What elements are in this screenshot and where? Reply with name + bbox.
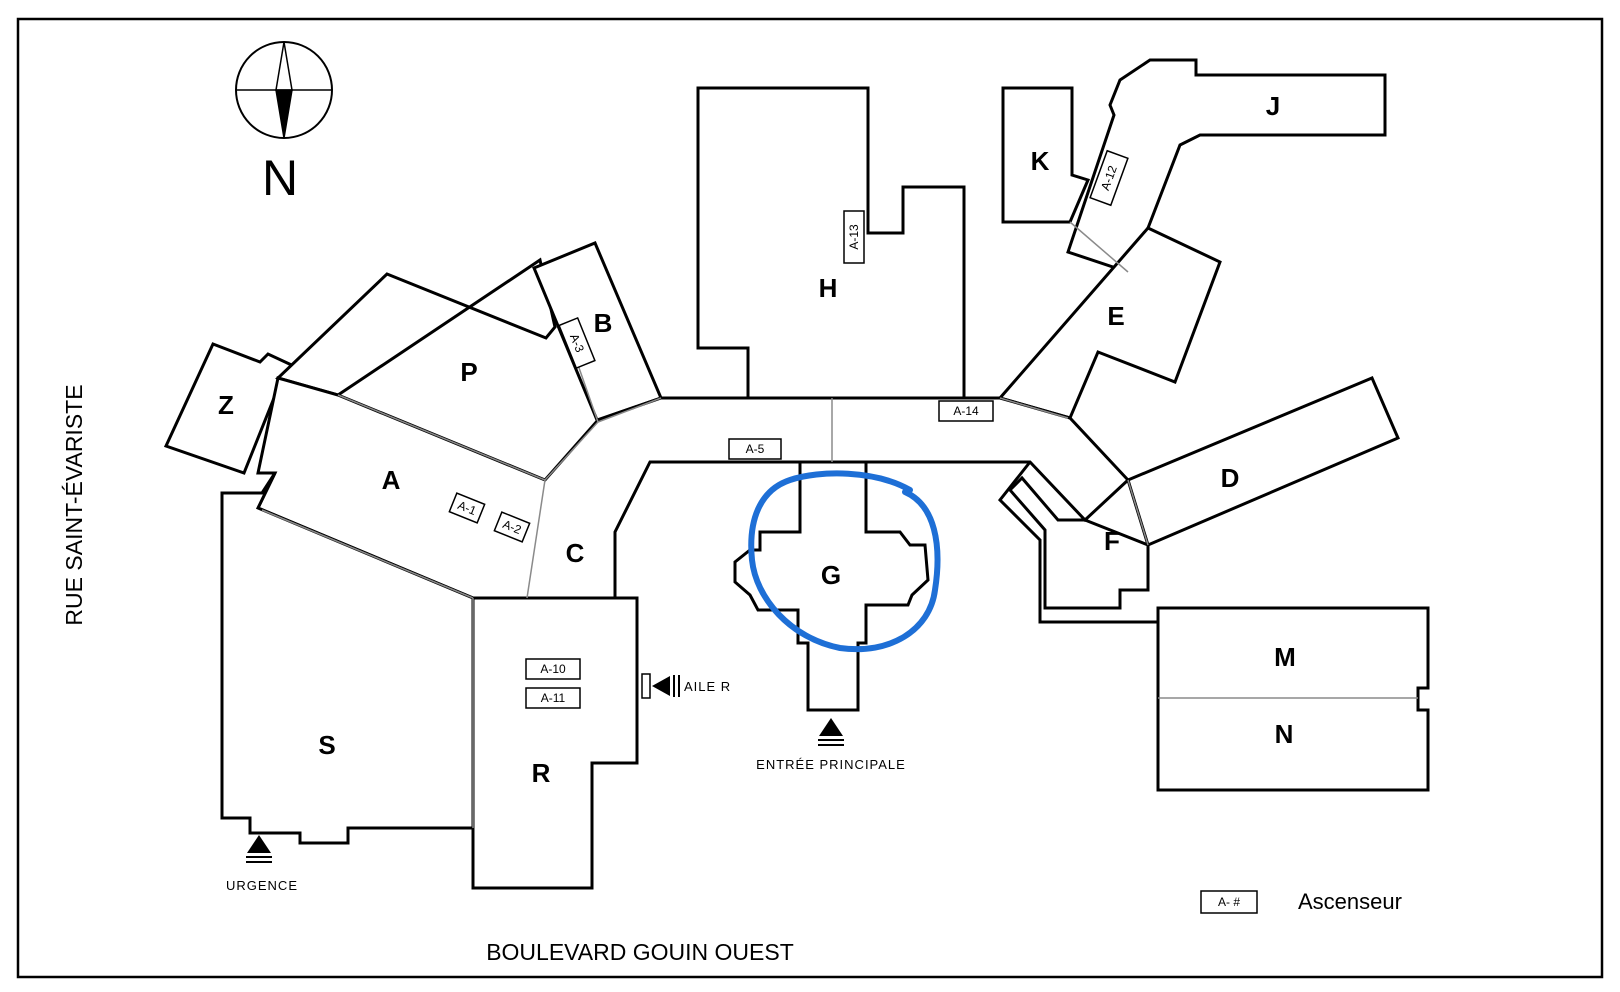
legend-elevator-symbol: A- # (1200, 890, 1258, 914)
wing-label-g: G (821, 560, 841, 590)
wing-p-outline (275, 257, 557, 397)
wing-label-p: P (460, 357, 477, 387)
wing-label-s: S (318, 730, 335, 760)
elevator-a13: A-13 (843, 210, 865, 264)
street-south-label: BOULEVARD GOUIN OUEST (486, 939, 794, 965)
svg-text:A-3: A-3 (567, 332, 587, 355)
wing-label-n: N (1275, 719, 1294, 749)
wing-label-e: E (1107, 301, 1124, 331)
elevator-a3: A-3 (558, 316, 596, 370)
main-entrance-label: ENTRÉE PRINCIPALE (756, 757, 906, 772)
svg-text:A-14: A-14 (953, 404, 979, 418)
map-frame (16, 17, 1604, 979)
wing-label-f: F (1104, 526, 1120, 556)
svg-text:A-1: A-1 (456, 498, 479, 518)
wing-label-a: A (382, 465, 401, 495)
legend-label: Ascenseur (1298, 889, 1402, 914)
wing-j-outline (1066, 58, 1387, 274)
wing-s-outline (220, 472, 475, 845)
elevator-a10: A-10 (525, 658, 581, 680)
wing-label-b: B (594, 308, 613, 338)
street-west-label: RUE SAINT-ÉVARISTE (61, 384, 87, 625)
emergency-arrow-icon (246, 835, 272, 863)
wing-r-entrance-label: AILE R (684, 679, 731, 694)
wing-r-entrance-icon (641, 673, 680, 699)
compass-icon (235, 41, 333, 139)
wing-label-c: C (566, 538, 585, 568)
wing-label-z: Z (218, 390, 234, 420)
svg-text:A- #: A- # (1218, 895, 1240, 909)
entrance-arrow-icon (818, 718, 844, 746)
wing-label-d: D (1221, 463, 1240, 493)
emergency-label: URGENCE (226, 878, 298, 893)
wing-dividers (261, 221, 1418, 828)
svg-text:A-2: A-2 (501, 517, 524, 537)
wing-label-r: R (532, 758, 551, 788)
elevator-a14: A-14 (938, 400, 994, 422)
svg-text:A-13: A-13 (847, 224, 861, 250)
elevator-a5: A-5 (728, 438, 782, 460)
wing-label-h: H (819, 273, 838, 303)
wing-g-outline (733, 460, 930, 712)
elevator-a1: A-1 (448, 492, 486, 524)
wing-label-k: K (1031, 146, 1050, 176)
f-service-corridor (997, 461, 1158, 624)
elevator-a11: A-11 (525, 687, 581, 709)
wing-r-outline (471, 596, 639, 890)
wing-k-outline (1001, 86, 1091, 224)
elevator-a12: A-12 (1089, 149, 1129, 207)
svg-text:A-5: A-5 (746, 442, 765, 456)
svg-text:A-10: A-10 (540, 662, 566, 676)
wing-label-m: M (1274, 642, 1296, 672)
wing-mn-outline (1156, 606, 1430, 792)
wing-f-outline (1007, 475, 1150, 610)
svg-text:A-11: A-11 (541, 691, 566, 705)
north-label: N (262, 150, 298, 206)
elevator-a2: A-2 (493, 511, 531, 543)
highlight-circle (748, 470, 941, 653)
wing-h-outline (696, 86, 966, 400)
wing-d-outline (1126, 376, 1400, 548)
wing-label-j: J (1266, 91, 1280, 121)
